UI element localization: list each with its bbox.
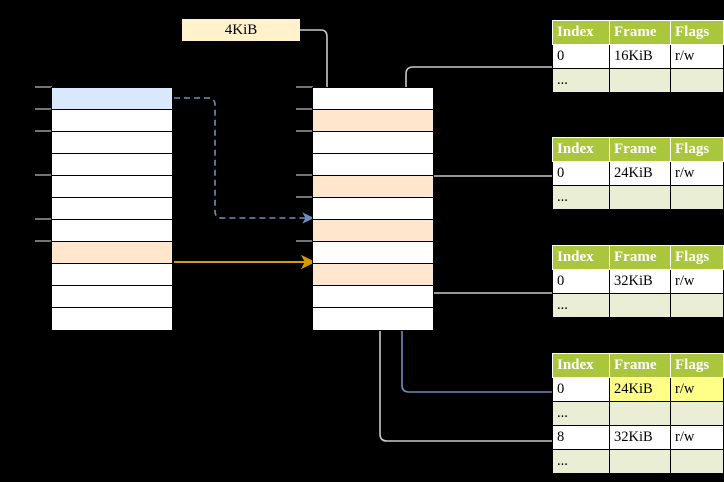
page-table-level-1-cell-frame <box>609 68 671 93</box>
page-table-level-4-cell-index: ... <box>552 449 610 474</box>
page-table-level-2-header-flags: Flags <box>670 137 724 162</box>
virtual-page-row <box>52 110 172 132</box>
page-table-level-2-header-frame: Frame <box>609 137 671 162</box>
page-table-level-3-cell-frame <box>609 293 671 318</box>
page-table-level-4-cell-frame <box>609 401 671 426</box>
virtual-page-row <box>52 220 172 242</box>
page-table-level-4-cell-flags: r/w <box>670 425 724 450</box>
page-table-level-4-row: ... <box>552 449 724 474</box>
page-size-label: 4KiB <box>182 19 300 41</box>
physical-memory-stack <box>312 87 434 331</box>
page-table-level-4-header-frame: Frame <box>609 353 671 378</box>
physical-frame-row <box>313 220 433 242</box>
page-table-level-4-header-flags: Flags <box>670 353 724 378</box>
page-table-level-3-cell-index: ... <box>552 293 610 318</box>
page-table-level-2-cell-index: ... <box>552 185 610 210</box>
page-table-level-4-cell-index: ... <box>552 401 610 426</box>
page-table-level-3-row: ... <box>552 293 724 318</box>
page-table-level-4-cell-flags: r/w <box>670 377 724 402</box>
physical-frame-row <box>313 264 433 286</box>
page-table-level-4-row: ... <box>552 401 724 426</box>
page-table-level-3-header-flags: Flags <box>670 245 724 270</box>
page-table-level-2-cell-index: 0 <box>552 161 610 186</box>
physical-frame-row <box>313 242 433 264</box>
page-table-level-4-cell-index: 8 <box>552 425 610 450</box>
virtual-page-row <box>52 264 172 286</box>
page-table-level-1-cell-frame: 16KiB <box>609 44 671 69</box>
virtual-page-row <box>52 308 172 330</box>
page-table-level-4-header-index: Index <box>552 353 610 378</box>
page-table-level-3-cell-index: 0 <box>552 269 610 294</box>
physical-frame-row <box>313 110 433 132</box>
wire-table3-to-frame <box>415 257 552 294</box>
virtual-page-row <box>52 198 172 220</box>
page-table-level-3-cell-frame: 32KiB <box>609 269 671 294</box>
page-table-level-4-cell-frame: 24KiB <box>609 377 671 402</box>
page-table-level-1-cell-flags <box>670 68 724 93</box>
page-table-level-1-cell-index: ... <box>552 68 610 93</box>
wire-vpage-to-frame-dashed <box>174 97 315 224</box>
physical-frame-row <box>313 308 433 330</box>
page-table-level-1-header-flags: Flags <box>670 20 724 45</box>
physical-frame-row <box>313 176 433 198</box>
physical-frame-row <box>313 88 433 110</box>
physical-frame-row <box>313 198 433 220</box>
page-table-level-2-cell-flags <box>670 185 724 210</box>
page-table-level-1-header-index: Index <box>552 20 610 45</box>
page-table-level-4-cell-frame: 32KiB <box>609 425 671 450</box>
middle-stack-ticks <box>296 86 313 242</box>
virtual-page-row <box>52 88 172 110</box>
page-table-level-3-header-frame: Frame <box>609 245 671 270</box>
physical-frame-row <box>313 132 433 154</box>
virtual-address-space-stack <box>51 87 173 331</box>
page-table-level-4-cell-index: 0 <box>552 377 610 402</box>
virtual-page-row <box>52 176 172 198</box>
page-table-level-2-cell-flags: r/w <box>670 161 724 186</box>
page-table-level-3-header-index: Index <box>552 245 610 270</box>
physical-frame-row <box>313 154 433 176</box>
virtual-page-row <box>52 154 172 176</box>
page-table-level-2-cell-frame <box>609 185 671 210</box>
page-table-level-2-row: ... <box>552 185 724 210</box>
page-table-level-2-cell-frame: 24KiB <box>609 161 671 186</box>
virtual-page-row <box>52 286 172 308</box>
page-table-level-3-cell-flags: r/w <box>670 269 724 294</box>
page-table-level-1-row: ... <box>552 68 724 93</box>
virtual-page-row <box>52 242 172 264</box>
page-table-level-1-header-frame: Frame <box>609 20 671 45</box>
physical-frame-row <box>313 286 433 308</box>
virtual-page-row <box>52 132 172 154</box>
page-table-level-4-cell-frame <box>609 449 671 474</box>
left-stack-ticks <box>35 86 52 242</box>
page-table-level-1-cell-flags: r/w <box>670 44 724 69</box>
page-table-level-4-cell-flags <box>670 449 724 474</box>
page-table-level-2-header-index: Index <box>552 137 610 162</box>
page-table-level-3-cell-flags <box>670 293 724 318</box>
page-table-level-4-cell-flags <box>670 401 724 426</box>
page-table-level-1-cell-index: 0 <box>552 44 610 69</box>
